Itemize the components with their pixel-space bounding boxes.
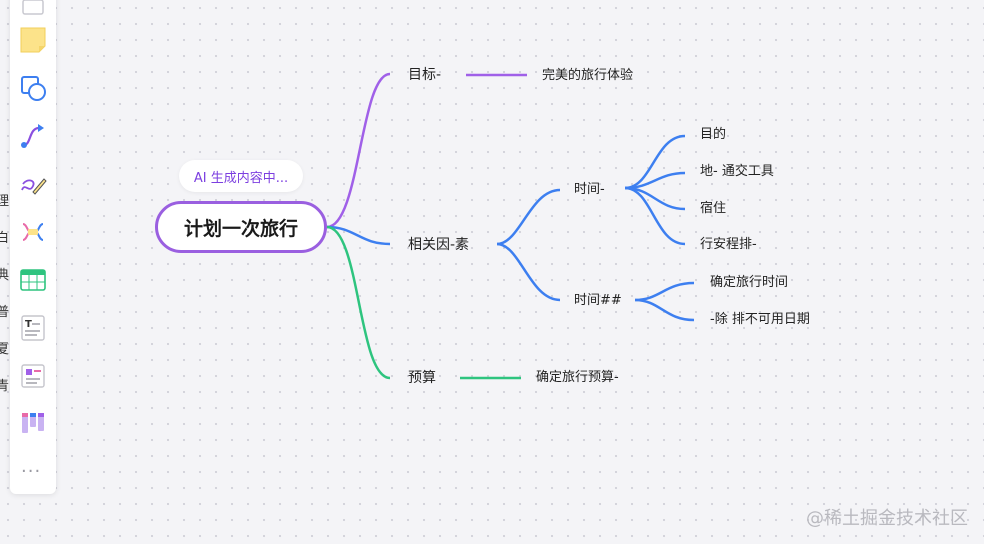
frame-icon[interactable] — [17, 0, 49, 24]
mindmap-node-time-2-child[interactable]: 确定旅行时间 — [710, 275, 789, 290]
connector-line — [496, 188, 561, 246]
mindmap-node-time-1-child[interactable]: 宿住 — [700, 201, 727, 216]
connector-line — [634, 298, 695, 322]
table-icon[interactable] — [17, 264, 49, 296]
mindmap-node-time-2-child[interactable]: -除 排不可用日期 — [710, 312, 810, 327]
connector-line — [624, 186, 686, 246]
shape-icon[interactable] — [17, 72, 49, 104]
left-panel-char: 理 — [0, 194, 10, 209]
connector-line — [326, 72, 391, 229]
left-panel-char: 青 — [0, 379, 10, 394]
connector-icon[interactable] — [17, 120, 49, 152]
ai-generating-status: AI 生成内容中... — [179, 160, 303, 192]
mindmap-node-time-1-child[interactable]: 目的 — [700, 127, 727, 142]
mindmap-root-node[interactable]: 计划一次旅行 — [155, 201, 327, 253]
mindmap-node-goal-child[interactable]: 完美的旅行体验 — [542, 68, 634, 83]
more-tools-button[interactable]: ... — [21, 456, 42, 477]
text-icon[interactable]: T — [17, 312, 49, 344]
mindmap-node-budget-child[interactable]: 确定旅行预算- — [536, 370, 619, 385]
mindmap-node-factors[interactable]: 相关因-素 — [408, 237, 470, 253]
mindmap-node-time-1[interactable]: 时间- — [574, 182, 605, 197]
mindmap-node-budget[interactable]: 预算 — [408, 370, 436, 386]
mindmap-node-time-2[interactable]: 时间## — [574, 293, 622, 308]
left-panel-clipped-text: 理 白 典 普 夏 青 — [0, 0, 16, 544]
sticky-note-icon[interactable] — [17, 24, 49, 56]
mindmap-icon[interactable] — [17, 216, 49, 248]
left-panel-char: 夏 — [0, 342, 10, 357]
left-panel-char: 典 — [0, 268, 10, 283]
connector-line — [634, 281, 695, 302]
connector-line — [326, 225, 391, 246]
left-panel-char: 普 — [0, 305, 10, 320]
kanban-icon[interactable] — [17, 408, 49, 440]
template-icon[interactable] — [17, 360, 49, 392]
mindmap-node-time-1-child[interactable]: 行安程排- — [700, 237, 757, 252]
mindmap-node-time-1-child[interactable]: 地- 通交工具 — [700, 164, 774, 179]
watermark: @稀土掘金技术社区 — [806, 508, 968, 529]
left-panel-char: 白 — [0, 231, 10, 246]
connector-line — [624, 134, 686, 190]
tool-sidebar: T ... — [10, 0, 56, 494]
svg-text:T: T — [25, 319, 32, 330]
pen-icon[interactable] — [17, 168, 49, 200]
connector-line — [326, 225, 391, 380]
mindmap-node-goal[interactable]: 目标- — [408, 67, 442, 83]
connector-line — [496, 242, 561, 302]
